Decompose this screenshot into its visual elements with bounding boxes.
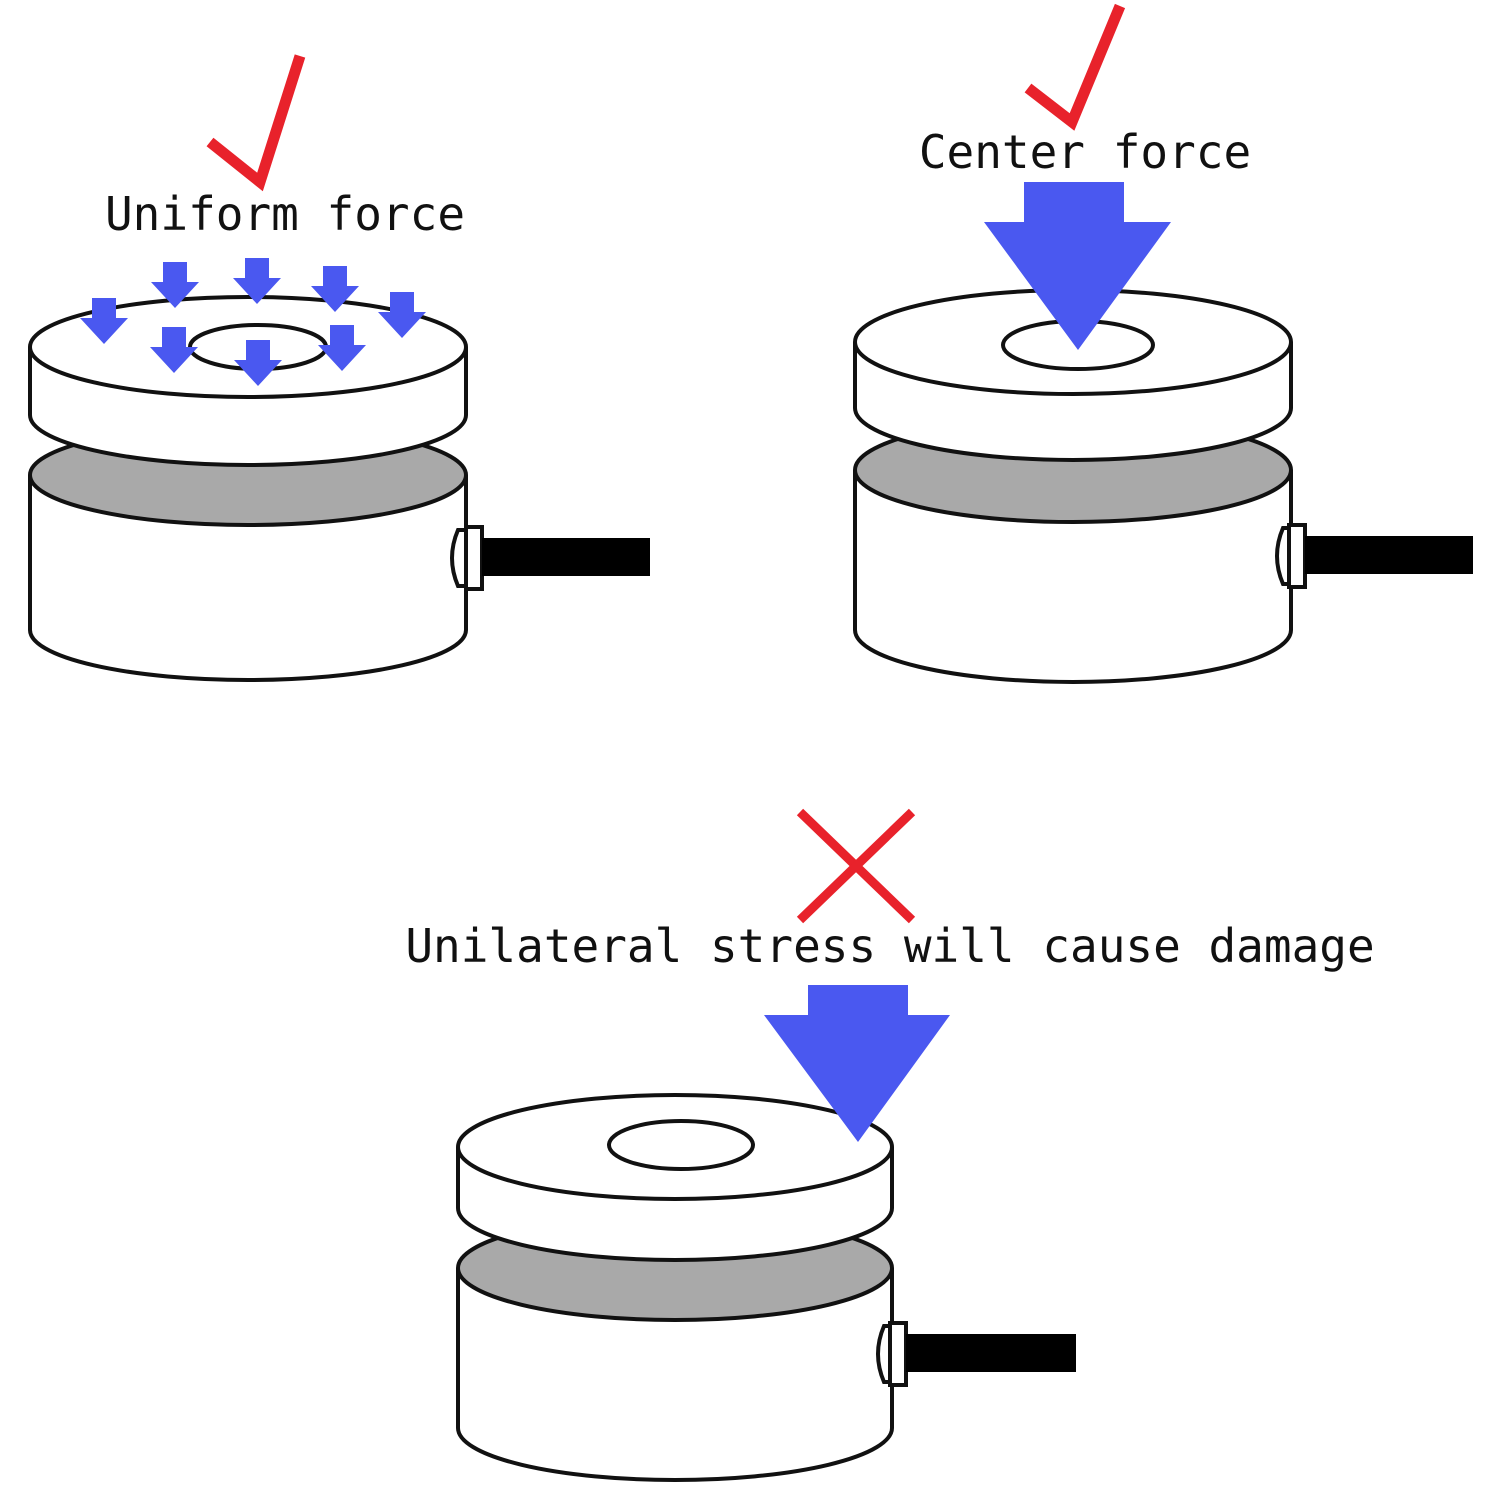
down-arrow-icon — [150, 327, 198, 373]
load-cell-unilateral — [456, 1093, 1076, 1482]
check-mark-icon — [1024, 3, 1126, 131]
cable — [906, 1334, 1076, 1372]
load-cell-center-hole — [607, 1119, 755, 1171]
down-arrow-icon — [80, 298, 128, 344]
cable-connector-collar — [888, 1321, 908, 1387]
panel-unilateral-stress: Unilateral stress will cause damage — [405, 808, 1375, 1482]
down-arrow-icon — [151, 262, 199, 308]
down-arrow-icon — [764, 985, 950, 1142]
cross-mark-icon — [796, 808, 916, 924]
down-arrow-icon — [378, 292, 426, 338]
cable-connector — [450, 528, 468, 588]
cable — [1305, 536, 1473, 574]
cable-connector-collar — [1287, 523, 1307, 589]
check-mark-icon — [206, 54, 306, 192]
load-cell-base — [456, 1268, 894, 1482]
down-arrow-icon — [318, 325, 366, 371]
uniform-force-label: Uniform force — [105, 187, 465, 241]
center-force-label: Center force — [919, 125, 1251, 179]
cable-connector-collar — [464, 525, 484, 591]
load-cell-base — [28, 475, 468, 682]
unilateral-stress-label: Unilateral stress will cause damage — [405, 919, 1374, 973]
down-arrow-icon — [984, 182, 1171, 350]
panel-center-force: Center force — [853, 3, 1473, 684]
down-arrow-icon — [233, 258, 281, 304]
cable — [482, 538, 650, 576]
panel-uniform-force: Uniform force — [28, 54, 650, 682]
uniform-force-arrows — [80, 258, 426, 386]
load-cell-base — [853, 470, 1293, 684]
down-arrow-icon — [234, 340, 282, 386]
load-cell-center — [853, 288, 1473, 684]
down-arrow-icon — [311, 266, 359, 312]
